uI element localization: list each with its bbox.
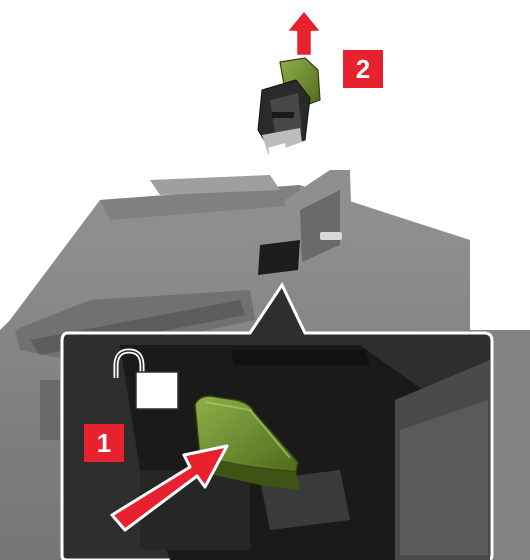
arrow-up-icon <box>286 10 322 56</box>
step-2-badge: 2 <box>343 50 383 88</box>
step-1-badge: 1 <box>84 424 124 462</box>
staple-cartridge <box>258 58 320 156</box>
